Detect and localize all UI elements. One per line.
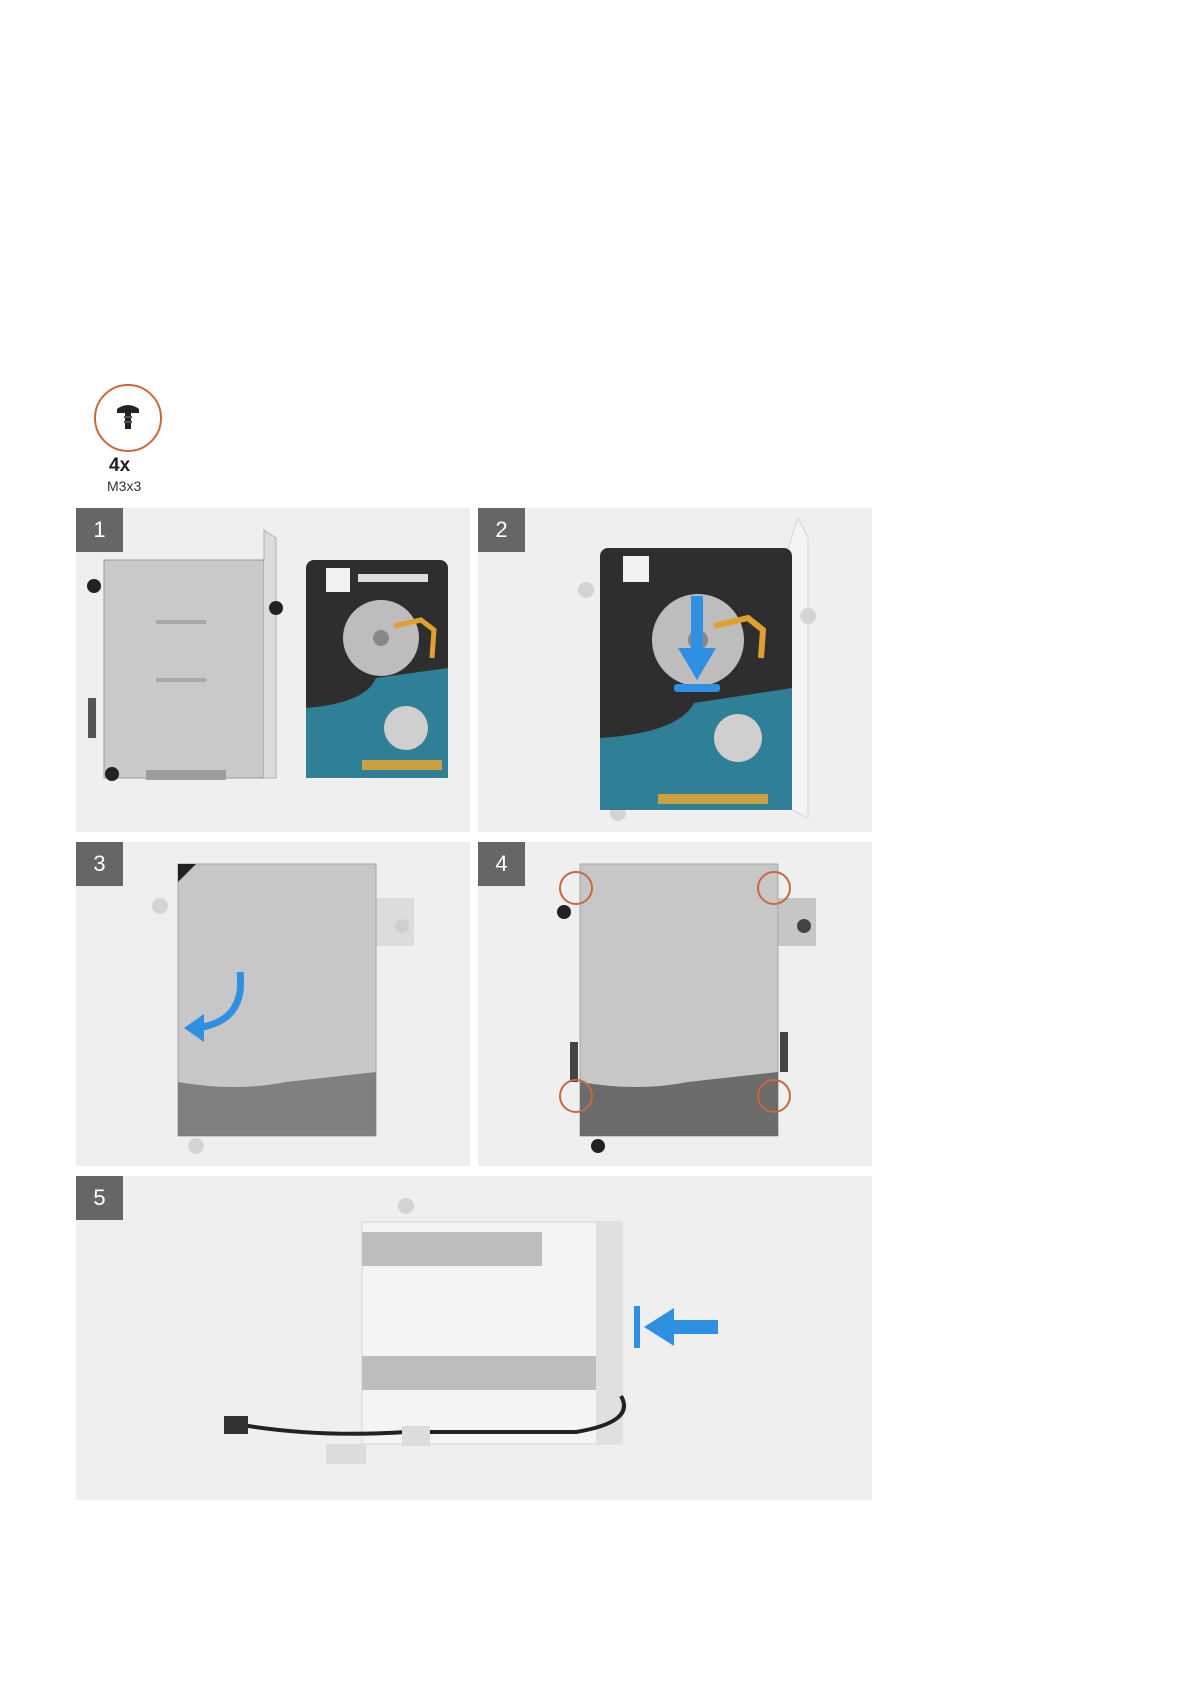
step-2-number: 2 (478, 508, 525, 552)
step-2-illustration (478, 508, 872, 832)
step-1-panel: 1 (76, 508, 470, 832)
screw-legend: 4x M3x3 (94, 384, 174, 494)
step-1-number: 1 (76, 508, 123, 552)
step-2-panel: 2 (478, 508, 872, 832)
left-arrow-icon (634, 1306, 718, 1348)
hard-drive (306, 560, 448, 778)
step-4-illustration (478, 842, 872, 1166)
step-5-number: 5 (76, 1176, 123, 1220)
screw-quantity: 4x (109, 455, 130, 477)
hdd-bracket (557, 864, 816, 1153)
step-4-panel: 4 (478, 842, 872, 1166)
screw-callout (94, 384, 162, 452)
hard-drive (600, 548, 792, 810)
step-3-illustration (76, 842, 470, 1166)
step-4-number: 4 (478, 842, 525, 886)
hdd-bracket (87, 530, 283, 781)
hard-drive-assembly (362, 1198, 622, 1444)
step-3-number: 3 (76, 842, 123, 886)
step-3-panel: 3 (76, 842, 470, 1166)
step-5-panel: 5 (76, 1176, 872, 1500)
step-5-illustration (76, 1176, 872, 1500)
hdd-bracket (152, 864, 414, 1154)
screw-size: M3x3 (107, 478, 141, 494)
screw-icon (113, 401, 143, 435)
step-1-illustration (76, 508, 470, 832)
